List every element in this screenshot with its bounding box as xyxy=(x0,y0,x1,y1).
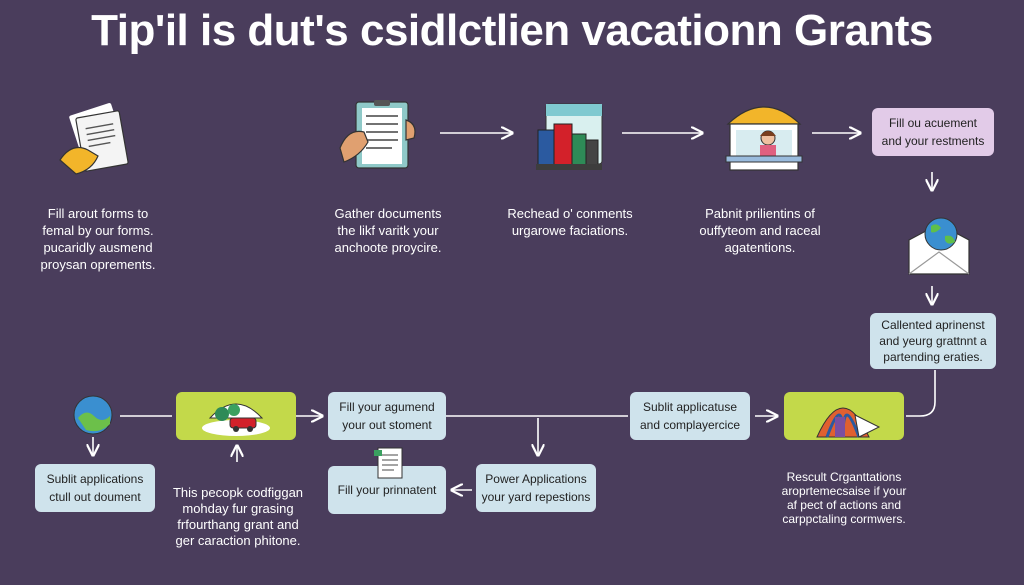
power-applications-box: Power Applications your yard repestions xyxy=(476,464,596,512)
fill-prinnatent-box: Fill your prinnatent xyxy=(328,466,446,514)
sublit-applicatuse-box: Sublit applicatuse and complayercice xyxy=(630,392,750,440)
page-title: Tip'il is dut's csidlctlien vacationn Gr… xyxy=(91,6,933,55)
step-2-caption: Gather documents the likf varitk your an… xyxy=(334,206,442,255)
car-umbrella-icon xyxy=(202,403,270,436)
globe-envelope-icon xyxy=(905,214,973,278)
callented-aprinenst-box: Callented aprinenst and yeurg grattnnt a… xyxy=(870,313,996,369)
this-pecopk-caption: This pecopk codfiggan mohday fur grasing… xyxy=(172,485,304,548)
globe-icon xyxy=(72,394,114,436)
kiosk-person-icon xyxy=(722,96,806,176)
car-umbrella-box xyxy=(176,392,296,440)
document-icon xyxy=(372,446,408,480)
fill-agumend-box: Fill your agumend your out stoment xyxy=(328,392,446,440)
connector-right xyxy=(906,370,936,417)
umbrella-icon xyxy=(816,407,881,438)
fill-acuement-box: Fill ou acuement and your restments xyxy=(872,108,994,156)
step-3-caption: Rechead o' conments urgarowe faciations. xyxy=(507,206,633,238)
step-1-caption: Fill arout forms to femal by our forms. … xyxy=(40,206,156,272)
umbrella-box xyxy=(784,392,904,440)
step-4-caption: Pabnit prilientins of ouffyteom and race… xyxy=(699,206,821,255)
books-icon xyxy=(532,100,606,172)
clipboard-hand-icon xyxy=(338,98,422,172)
rescult-caption: Rescult Crganttations aroprtemecsaise if… xyxy=(781,470,907,526)
submit-applications-box: Sublit applications ctull out doument xyxy=(35,464,155,512)
document-hand-icon xyxy=(58,100,138,182)
